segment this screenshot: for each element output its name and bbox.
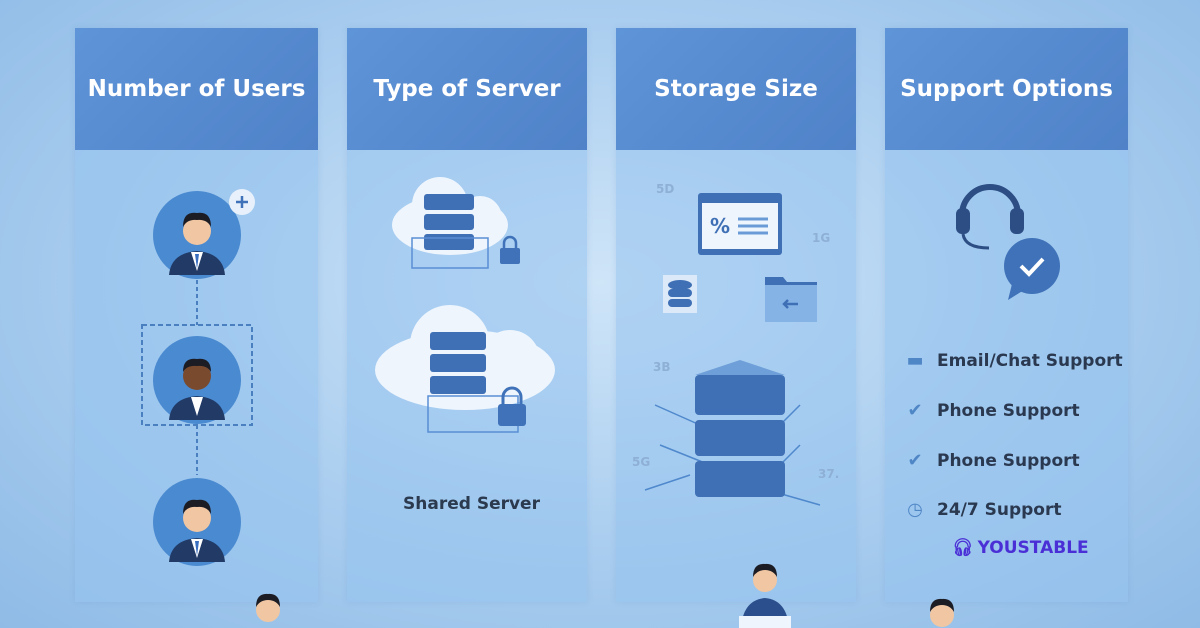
support-label: Phone Support [937, 400, 1080, 421]
person-icon [739, 563, 791, 628]
check-icon: ✔ [907, 450, 923, 471]
brand-logo: 🎧︎YOUSTABLE [952, 538, 1089, 558]
storage-illustration: % [644, 193, 821, 506]
support-item: ✔ Phone Support [905, 400, 1080, 421]
person-icon [930, 598, 954, 627]
support-item: ◷ 24/7 Support [905, 499, 1062, 520]
user-avatar [153, 191, 241, 279]
storage-label: 37. [818, 467, 840, 481]
folder-icon [765, 277, 817, 322]
server-type-caption: Shared Server [403, 494, 540, 514]
storage-label: 5G [632, 455, 651, 469]
column-support-options: Support Options [885, 28, 1128, 602]
bottom-people [256, 563, 954, 628]
chat-check-icon [1004, 238, 1060, 300]
headset-logo-icon: 🎧︎ [952, 538, 974, 558]
column-title: Support Options [885, 28, 1128, 150]
person-icon [256, 593, 280, 622]
database-icon [663, 275, 697, 313]
add-user-icon [229, 189, 255, 215]
brand-name: YOUSTABLE [977, 538, 1089, 558]
column-type-of-server: Type of Server [347, 28, 587, 602]
cloud-server-illustration [375, 177, 555, 433]
column-title: Type of Server [347, 28, 587, 150]
users-illustration [141, 189, 255, 566]
headset-chat-illustration [956, 184, 1060, 300]
browser-window-icon: % [698, 193, 782, 255]
email-chat-icon: ▬ [906, 350, 924, 371]
user-avatar [153, 478, 241, 566]
support-item: ▬ Email/Chat Support [905, 350, 1123, 371]
user-avatar [153, 336, 241, 424]
headset-icon [956, 184, 1024, 250]
svg-text:%: % [710, 214, 730, 238]
server-stack-icon [644, 360, 821, 506]
check-icon: ✔ [907, 400, 923, 421]
cloud-server-icon [375, 305, 555, 433]
storage-label: 3B [653, 360, 671, 374]
storage-label: 1G [812, 231, 831, 245]
storage-label: 5D [656, 182, 675, 196]
column-title: Number of Users [75, 28, 318, 150]
clock-icon: ◷ [907, 499, 923, 520]
support-label: Email/Chat Support [937, 350, 1123, 371]
support-label: 24/7 Support [937, 499, 1062, 520]
column-title: Storage Size [616, 28, 856, 150]
support-item: ✔ Phone Support [905, 450, 1080, 471]
support-label: Phone Support [937, 450, 1080, 471]
cloud-server-icon [392, 177, 520, 269]
